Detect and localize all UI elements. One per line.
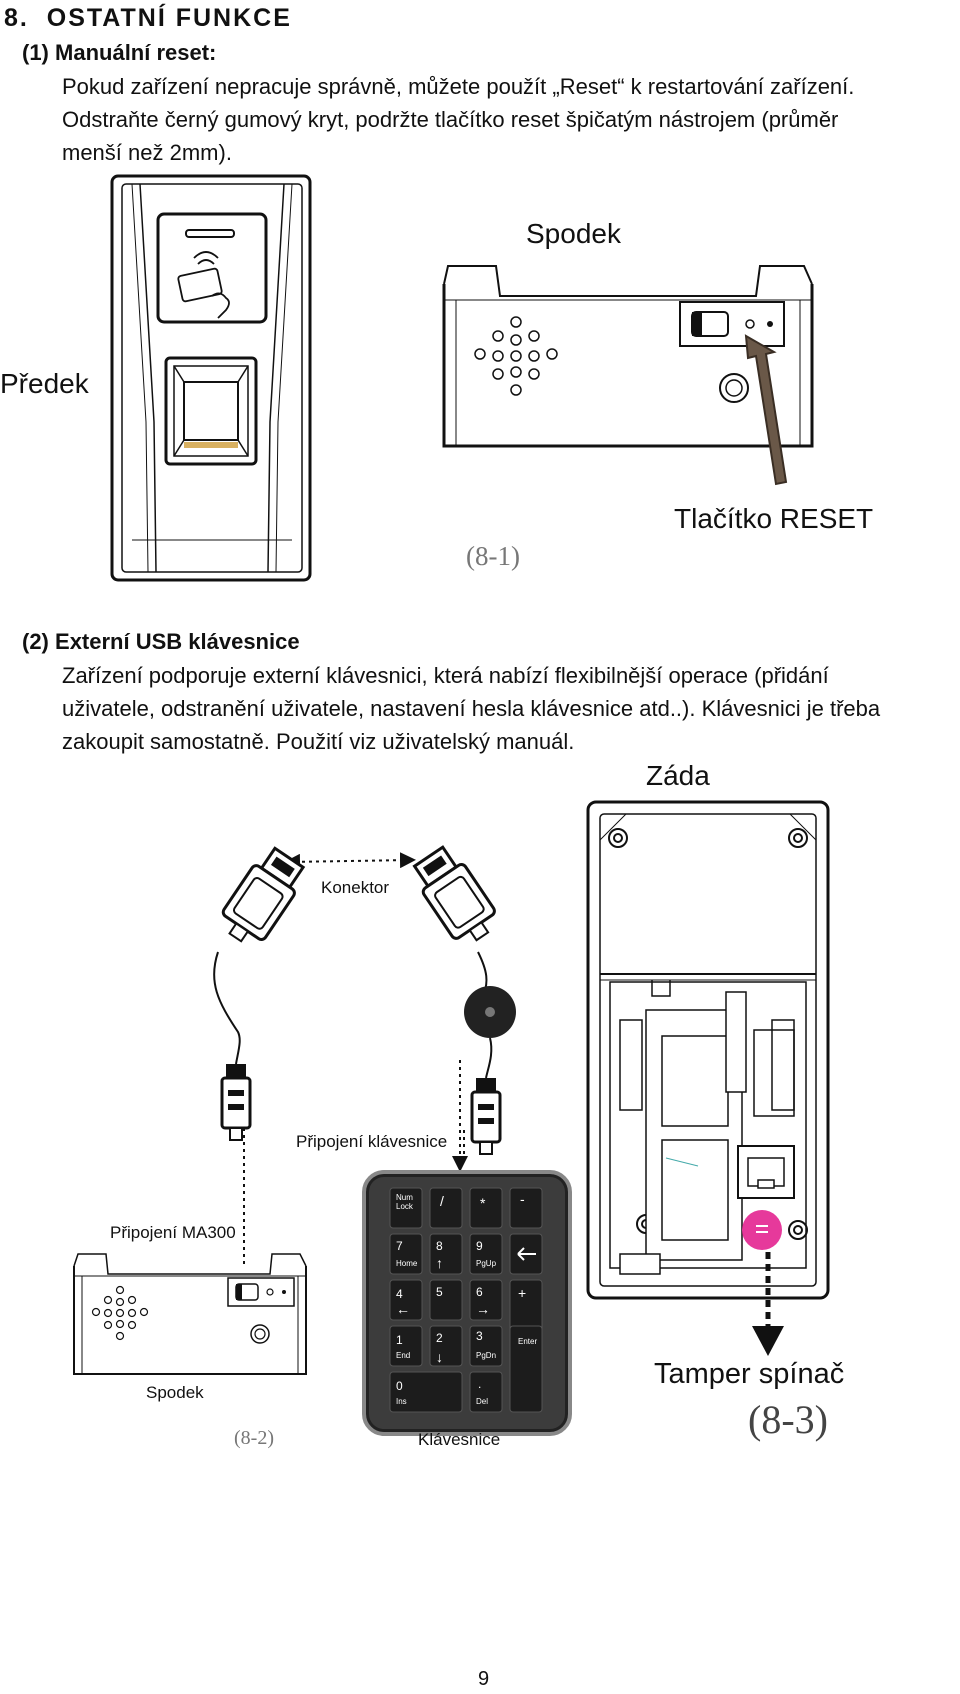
device-bottom-illustration [442, 265, 814, 448]
figure-caption-8-1: (8-1) [466, 541, 520, 571]
paragraph-line: Pokud zařízení nepracuje správně, můžete… [62, 74, 855, 99]
key-7-sub: Home [396, 1259, 418, 1268]
tamper-switch-label: Tamper spínač [654, 1358, 845, 1390]
paragraph-line: Odstraňte černý gumový kryt, podržte tla… [62, 107, 839, 132]
figure-caption-8-2: (8-2) [234, 1427, 274, 1449]
key-0-sub: Ins [396, 1397, 407, 1406]
key-star: * [480, 1195, 486, 1211]
key-8: 8 [436, 1239, 443, 1253]
device-bottom-small-illustration [73, 1253, 307, 1375]
keyboard-connection-label: Připojení klávesnice [296, 1132, 448, 1151]
usb-micro-plug-left-icon [220, 1064, 252, 1141]
screw-icon [608, 828, 808, 1240]
figure-caption-8-3: (8-3) [748, 1397, 828, 1442]
key-0: 0 [396, 1379, 403, 1393]
screw-icon [719, 373, 749, 403]
key-9-sub: PgUp [476, 1259, 497, 1268]
key-9: 9 [476, 1239, 483, 1253]
key-numlock-top: Num [396, 1193, 413, 1202]
ma300-connection-label: Připojení MA300 [110, 1223, 236, 1242]
key-6: 6 [476, 1285, 483, 1299]
paragraph-line: uživatele, odstranění uživatele, nastave… [62, 696, 881, 721]
keypad-keys: Num Lock / * - 7 8 9 4 5 6 + 1 2 3 0 . H… [389, 1187, 543, 1413]
reset-button-label: Tlačítko RESET [674, 503, 874, 534]
key-7: 7 [396, 1239, 403, 1253]
key-4-sub: ← [396, 1301, 410, 1317]
front-label: Předek [0, 368, 89, 399]
key-2-sub: ↓ [436, 1349, 443, 1365]
paragraph-line: zakoupit samostatně. Použití viz uživate… [62, 729, 575, 754]
device-back-illustration [586, 800, 830, 1300]
rj45-port-icon [737, 1145, 795, 1199]
key-8-sub: ↑ [436, 1255, 443, 1271]
key-minus: - [520, 1191, 525, 1207]
key-6-sub: → [476, 1301, 490, 1317]
backspace-arrow-icon [517, 1247, 536, 1261]
usb-plug-right-icon [412, 845, 496, 942]
reset-arrow-icon [744, 334, 788, 486]
key-4: 4 [396, 1287, 403, 1301]
key-numlock-bottom: Lock [396, 1202, 414, 1211]
key-plus: + [518, 1285, 526, 1301]
key-2: 2 [436, 1331, 443, 1345]
manual-reset-paragraph: Pokud zařízení nepracuje správně, můžete… [62, 70, 854, 169]
key-3-sub: PgDn [476, 1351, 496, 1360]
back-label: Záda [646, 760, 710, 791]
paragraph-line: Zařízení podporuje externí klávesnici, k… [62, 663, 829, 688]
keyboard-connection-arrow [452, 1060, 468, 1172]
manual-reset-heading: (1) Manuální reset: [22, 40, 217, 65]
key-dot-sub: Del [476, 1397, 488, 1406]
bottom-label: Spodek [526, 218, 621, 249]
tamper-switch-icon [742, 1210, 782, 1250]
section-title: OSTATNÍ FUNKCE [46, 4, 292, 32]
section-heading: 8. OSTATNÍ FUNKCE [4, 4, 292, 33]
key-5: 5 [436, 1285, 443, 1299]
bottom-small-label: Spodek [146, 1383, 204, 1402]
card-reader-icon [177, 251, 230, 319]
tamper-arrow-icon [752, 1252, 784, 1356]
keyboard-label: Klávesnice [418, 1430, 501, 1449]
usb-micro-plug-right-icon [470, 1078, 502, 1155]
usb-connector-illustration [213, 845, 516, 1155]
device-front-illustration [110, 174, 312, 582]
usb-keyboard-heading: (2) Externí USB klávesnice [22, 629, 300, 654]
page-number: 9 [478, 1668, 490, 1690]
key-slash: / [440, 1193, 444, 1209]
key-3: 3 [476, 1329, 483, 1343]
usb-keyboard-paragraph: Zařízení podporuje externí klávesnici, k… [62, 659, 880, 758]
usb-plug-left-icon [221, 846, 306, 943]
paragraph-line: menší než 2mm). [62, 140, 232, 165]
speaker-holes-icon [474, 316, 558, 396]
connector-label: Konektor [321, 878, 390, 897]
key-1-sub: End [396, 1351, 410, 1360]
key-1: 1 [396, 1333, 403, 1347]
section-number: 8. [4, 4, 29, 32]
key-enter: Enter [518, 1337, 537, 1346]
key-dot: . [478, 1377, 481, 1391]
cable-reel-icon [464, 986, 516, 1038]
